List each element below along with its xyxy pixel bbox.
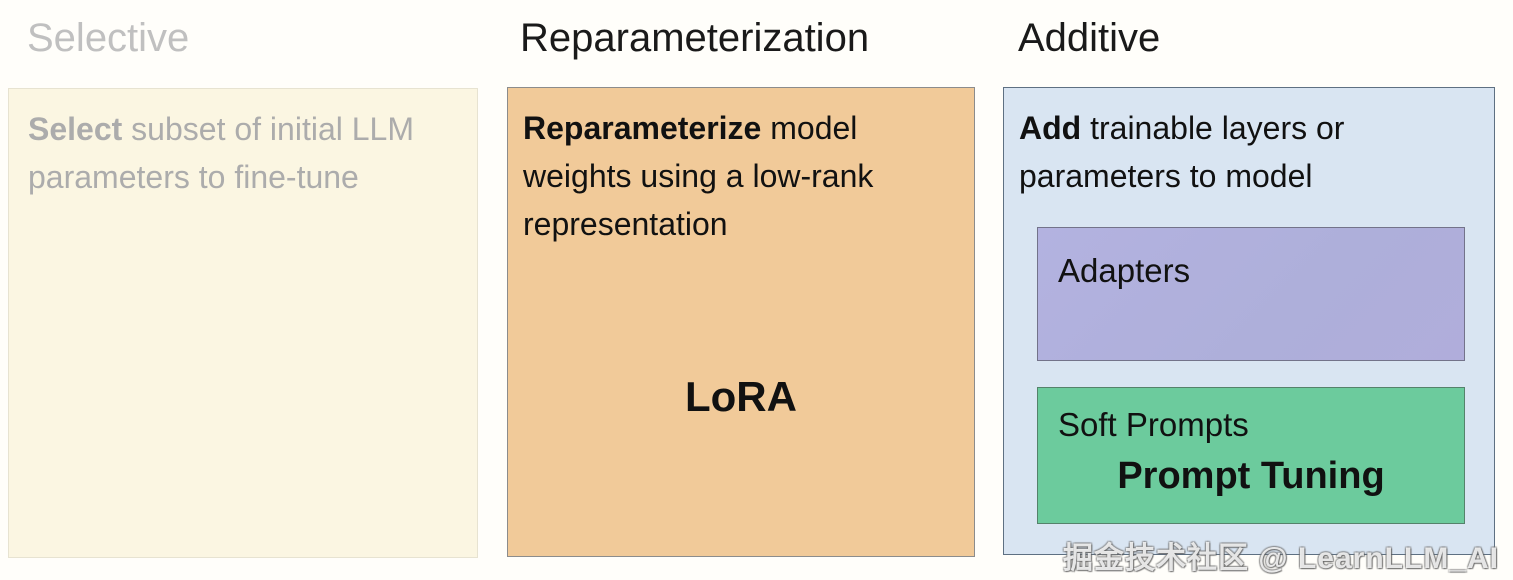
soft-prompts-label: Soft Prompts <box>1058 406 1249 443</box>
selective-category-box: Select subset of initial LLM parameters … <box>8 88 478 558</box>
column-title-additive: Additive <box>1018 16 1161 60</box>
reparameterization-description-keyword: Reparameterize <box>523 110 762 146</box>
adapters-label: Adapters <box>1058 252 1191 289</box>
additive-description-keyword: Add <box>1019 110 1082 146</box>
reparameterization-category-box: Reparameterize model weights using a low… <box>507 87 975 557</box>
selective-description-keyword: Select <box>28 111 123 147</box>
lora-method-label: LoRA <box>685 373 797 420</box>
soft-prompts-box: Soft Prompts Prompt Tuning <box>1037 387 1465 524</box>
additive-description: Add trainable layers or parameters to mo… <box>1019 104 1476 200</box>
additive-description-rest: trainable layers or parameters to model <box>1019 110 1345 194</box>
adapters-box: Adapters <box>1037 227 1465 361</box>
selective-description: Select subset of initial LLM parameters … <box>28 105 453 201</box>
column-title-selective: Selective <box>27 16 190 60</box>
reparameterization-description: Reparameterize model weights using a low… <box>523 104 956 248</box>
column-title-reparameterization: Reparameterization <box>520 16 870 60</box>
additive-category-box: Add trainable layers or parameters to mo… <box>1003 87 1495 555</box>
selective-description-rest: subset of initial LLM parameters to fine… <box>28 111 414 195</box>
reparameterization-description-rest: model weights using a low-rank represent… <box>523 110 874 242</box>
watermark-text: 掘金技术社区 @ LearnLLM_AI <box>1063 542 1499 575</box>
prompt-tuning-method-label: Prompt Tuning <box>1117 454 1385 497</box>
